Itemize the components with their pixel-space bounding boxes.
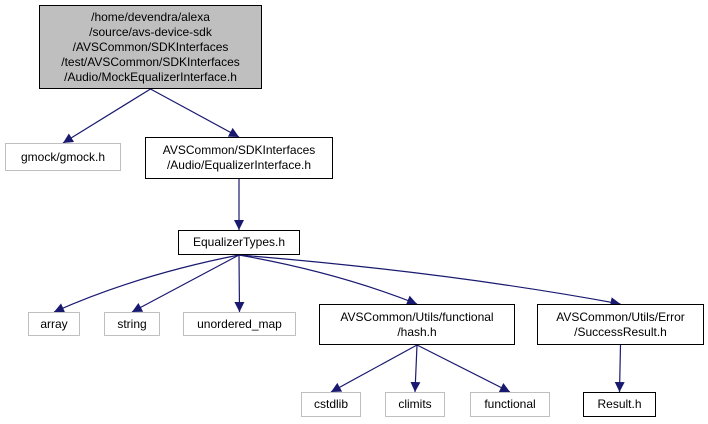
graph-node-umap: unordered_map xyxy=(183,312,296,336)
node-label-line: /hash.h xyxy=(397,324,437,339)
edge-eqtypes-to-array xyxy=(53,254,240,313)
edge-success-to-result xyxy=(614,344,625,393)
node-label-line: unordered_map xyxy=(197,316,282,331)
node-label-line: cstdlib xyxy=(313,397,348,411)
graph-node-hash[interactable]: AVSCommon/Utils/functional/hash.h xyxy=(319,304,515,345)
graph-node-eqint[interactable]: AVSCommon/SDKInterfaces/Audio/EqualizerI… xyxy=(145,137,333,179)
node-label-line: Result.h xyxy=(597,397,642,411)
node-label-line: climits xyxy=(398,397,432,411)
graph-node-success[interactable]: AVSCommon/Utils/Error/SuccessResult.h xyxy=(537,304,704,345)
edge-hash-to-functional xyxy=(416,344,511,393)
node-label-line: /Audio/EqualizerInterface.h xyxy=(166,158,312,172)
graph-node-string: string xyxy=(104,312,160,336)
graph-node-mock: /home/devendra/alexa/source/avs-device-s… xyxy=(39,5,262,89)
node-label-line: /source/avs-device-sdk xyxy=(89,24,212,39)
graph-node-result[interactable]: Result.h xyxy=(583,392,656,417)
node-label-line: /test/AVSCommon/SDKInterfaces xyxy=(61,54,240,69)
edge-eqtypes-to-success xyxy=(238,254,621,308)
graph-node-array: array xyxy=(28,312,80,336)
node-label-line: /SuccessResult.h xyxy=(574,324,667,339)
edge-hash-to-climits xyxy=(410,344,421,393)
node-label-line: AVSCommon/Utils/functional xyxy=(340,309,494,324)
edge-mock-to-eqint xyxy=(150,88,240,138)
graph-node-climits: climits xyxy=(385,392,445,417)
edge-eqtypes-to-string xyxy=(131,254,240,313)
node-label-line: /home/devendra/alexa xyxy=(91,9,210,24)
node-label-line: AVSCommon/Utils/Error xyxy=(556,309,685,324)
node-label-line: gmock/gmock.h xyxy=(20,149,106,164)
graph-node-cstdlib: cstdlib xyxy=(301,392,361,417)
node-label-line: EqualizerTypes.h xyxy=(192,235,286,249)
node-label-line: array xyxy=(40,316,68,331)
edge-eqtypes-to-hash xyxy=(238,254,418,305)
edge-hash-to-cstdlib xyxy=(330,344,418,393)
graph-node-functional: functional xyxy=(470,392,550,417)
node-label-line: /AVSCommon/SDKInterfaces xyxy=(72,39,229,54)
node-label-line: string xyxy=(117,316,147,331)
graph-node-gmock: gmock/gmock.h xyxy=(5,143,121,171)
node-label-line: /Audio/MockEqualizerInterface.h xyxy=(64,69,237,84)
graph-node-eqtypes[interactable]: EqualizerTypes.h xyxy=(178,230,300,255)
edge-mock-to-gmock xyxy=(62,88,151,144)
node-label-line: AVSCommon/SDKInterfaces xyxy=(162,143,316,157)
node-label-line: functional xyxy=(484,397,536,411)
edge-eqtypes-to-umap xyxy=(234,254,245,313)
